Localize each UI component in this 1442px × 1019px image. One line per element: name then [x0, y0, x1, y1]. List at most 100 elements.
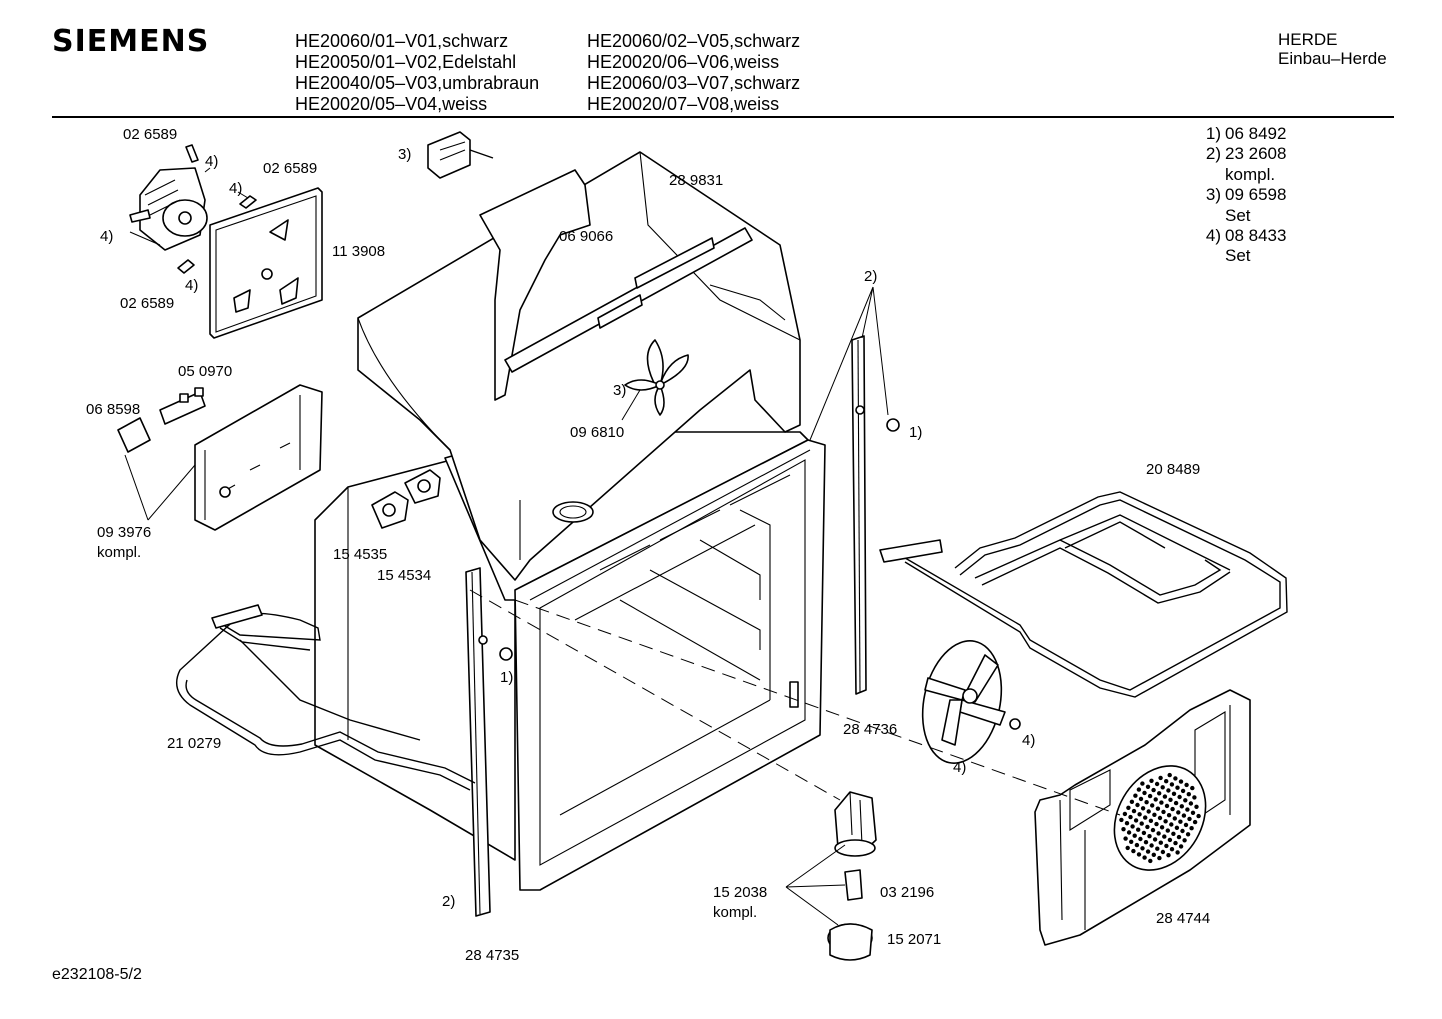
- footnote-number: 2): [1205, 144, 1221, 164]
- grille-hole: [1196, 813, 1201, 819]
- footnote-item: Set: [1196, 206, 1286, 226]
- grille-hole: [1179, 804, 1185, 809]
- model-entry: HE20040/05–V03,umbrabraun: [295, 73, 540, 93]
- grille-hole: [1139, 821, 1144, 826]
- model-entry: HE20050/01–V02,Edelstahl: [295, 52, 517, 72]
- convection-fan: [921, 640, 1021, 764]
- cover-grille: [1119, 772, 1201, 864]
- part-label: 02 6589: [123, 126, 177, 143]
- grille-hole: [1136, 852, 1142, 857]
- grille-hole: [1173, 840, 1178, 846]
- footnote-item: 1) 06 8492: [1196, 124, 1287, 144]
- grille-hole: [1166, 853, 1171, 858]
- grille-hole: [1194, 804, 1199, 809]
- grille-hole: [1132, 833, 1137, 838]
- grille-hole: [1164, 779, 1169, 784]
- grille-hole: [1142, 855, 1147, 860]
- part-label: 28 4736: [843, 721, 897, 738]
- grille-hole: [1163, 819, 1168, 824]
- grille-hole: [1134, 842, 1140, 848]
- note-label: 2): [442, 893, 455, 910]
- grille-hole: [1181, 813, 1187, 818]
- part-label: 05 0970: [178, 363, 232, 380]
- grille-hole: [1126, 830, 1132, 835]
- grille-hole: [1145, 849, 1151, 854]
- header-divider: [52, 116, 1394, 118]
- blower-channel: [479, 169, 786, 401]
- grille-hole: [1141, 830, 1147, 836]
- grille-hole: [1192, 819, 1198, 825]
- grille-hole: [1166, 788, 1171, 793]
- grille-hole: [1149, 843, 1154, 848]
- grille-hole: [1119, 817, 1124, 823]
- grille-hole: [1146, 809, 1151, 814]
- grille-hole: [1178, 844, 1184, 849]
- footnote-number: 3): [1205, 185, 1221, 205]
- grille-hole: [1123, 836, 1128, 841]
- grille-hole: [1169, 847, 1175, 852]
- grille-hole: [1136, 787, 1142, 792]
- fan-motor-assembly: [129, 167, 208, 251]
- bottom-element-210279: [176, 604, 476, 791]
- grille-hole: [1183, 822, 1189, 828]
- grille-hole: [1158, 840, 1164, 845]
- footnote-item: Set: [1196, 246, 1286, 266]
- footnote-part-number: 09 6598: [1225, 185, 1287, 205]
- grille-hole: [1164, 843, 1169, 849]
- switch-bracket: [117, 384, 323, 531]
- footnote-note: kompl.: [1225, 164, 1276, 184]
- grille-hole: [1136, 827, 1141, 832]
- grille-hole: [1158, 775, 1163, 781]
- grille-hole: [1169, 822, 1174, 827]
- part-label: 09 3976: [97, 524, 151, 541]
- grille-hole: [1137, 812, 1142, 817]
- grille-hole: [1135, 802, 1140, 808]
- grille-hole: [1169, 782, 1175, 787]
- grille-hole: [1170, 806, 1175, 812]
- grille-hole: [1178, 779, 1184, 784]
- note-label: 3): [398, 146, 411, 163]
- part-label: 28 4744: [1156, 910, 1210, 927]
- grille-hole: [1148, 858, 1153, 864]
- grille-hole: [1147, 793, 1153, 799]
- note-label: 1): [500, 669, 513, 686]
- grille-hole: [1143, 840, 1149, 845]
- part-label: 15 2038: [713, 884, 767, 901]
- oven-cavity: [314, 431, 809, 861]
- lamp-cover-plug: [499, 647, 513, 661]
- grille-hole: [1129, 799, 1135, 804]
- model-list-col1: HE20060/01–V01,schwarz HE20050/01–V02,Ed…: [295, 31, 539, 115]
- part-label: 09 6810: [570, 424, 624, 441]
- footnote-list: 1) 06 8492 2) 23 2608 kompl. 3) 09 6598 …: [1196, 124, 1287, 267]
- grille-hole: [1131, 808, 1137, 814]
- footnote-note: Set: [1225, 246, 1251, 266]
- grille-hole: [1143, 815, 1148, 820]
- note-label: 1): [909, 424, 922, 441]
- note-label: 4): [953, 759, 966, 776]
- grille-hole: [1144, 800, 1149, 805]
- part-label: 06 8598: [86, 401, 140, 418]
- note-label: 3): [613, 382, 626, 399]
- grille-hole: [1147, 834, 1152, 839]
- grille-hole: [1185, 832, 1191, 837]
- footnote-note: Set: [1225, 205, 1251, 225]
- grill-element-208489: [879, 491, 1288, 698]
- category-line: Einbau–Herde: [1278, 49, 1387, 68]
- clip-026589: [177, 144, 257, 274]
- brand-logo: SIEMENS: [52, 24, 210, 59]
- part-label: 15 2071: [887, 931, 941, 948]
- fan-wheel-096810: [624, 339, 689, 416]
- part-label: 15 4534: [377, 567, 431, 584]
- grille-hole: [1122, 811, 1128, 817]
- grille-hole: [1190, 785, 1195, 791]
- lamp-holder-152038: [827, 791, 877, 961]
- part-label: 02 6589: [120, 295, 174, 312]
- grille-hole: [1150, 827, 1156, 833]
- grille-hole: [1184, 782, 1189, 788]
- grille-hole: [1189, 826, 1194, 831]
- grille-hole: [1166, 813, 1172, 818]
- grille-hole: [1138, 836, 1143, 842]
- grille-hole: [1171, 831, 1176, 836]
- grille-hole: [1149, 778, 1154, 783]
